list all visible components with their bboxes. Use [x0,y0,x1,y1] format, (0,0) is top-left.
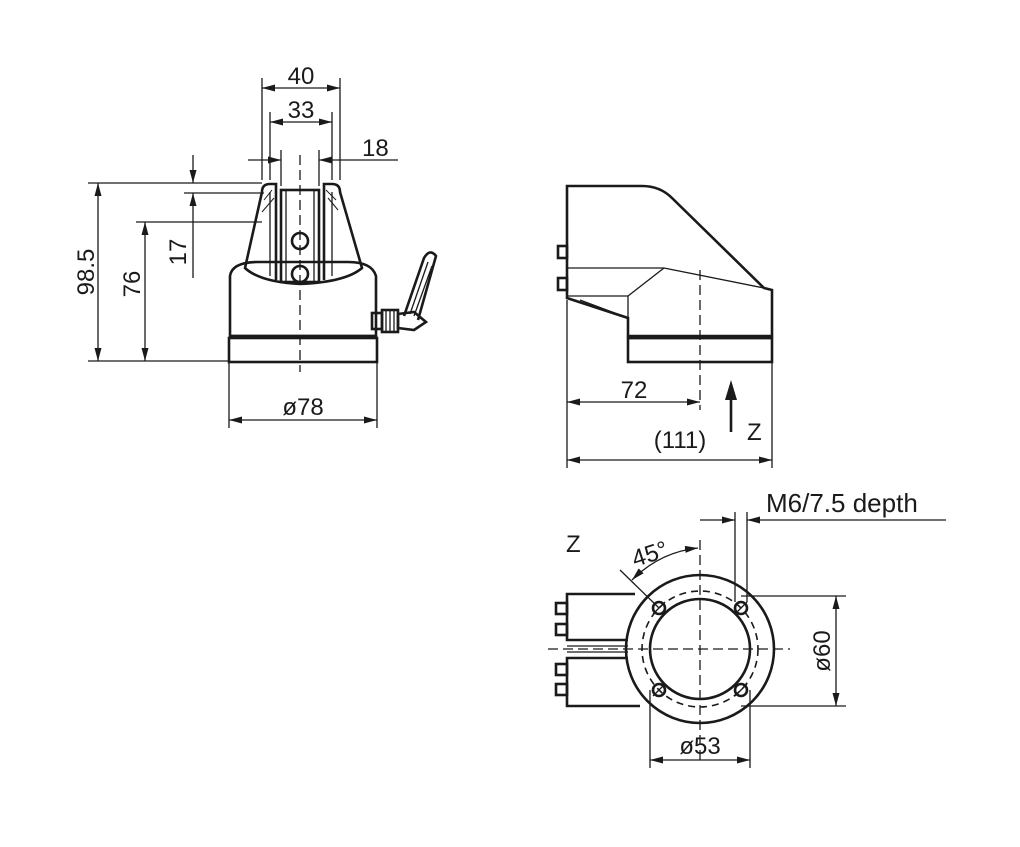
dim-40-label: 40 [288,63,315,90]
dim-98-5: 98.5 [73,182,262,362]
bottom-bolt-holes [651,600,749,698]
front-view: 40 33 18 98.5 76 [73,63,438,428]
bottom-lug-lower [565,656,640,708]
dim-17-label: 17 [165,239,192,266]
dim-111-label: (111) [654,427,706,454]
dim-33-label: 33 [288,97,315,124]
thread-callout-label: M6/7.5 depth [766,488,918,518]
bottom-lug-upper [565,592,635,642]
view-arrow-z-label: Z [747,419,762,446]
dim-33: 33 [269,97,333,180]
dim-76: 76 [119,221,262,361]
dim-17: 17 [165,155,264,278]
dim-40: 40 [261,63,341,180]
side-view: 72 (111) Z [556,184,774,468]
dim-72: 72 [566,300,700,468]
front-base-plate [227,336,379,364]
dim-diameter-53: ø53 [649,690,751,768]
dim-diameter-53-label: ø53 [679,733,720,760]
dim-18-label: 18 [362,135,389,162]
dim-angle-45: 45° [619,536,699,609]
front-hatching [261,189,339,213]
side-knob-lower [556,276,569,292]
dim-diameter-78-label: ø78 [282,394,323,421]
front-base-body [228,260,378,338]
dim-98-5-label: 98.5 [73,249,100,296]
bottom-view: Z [548,488,946,768]
dim-diameter-60-label: ø60 [809,630,836,671]
dim-72-label: 72 [621,377,648,404]
side-body-outline [565,184,774,338]
view-arrow-z: Z [725,380,762,446]
dim-diameter-78: ø78 [228,362,378,428]
dim-diameter-60: ø60 [741,595,846,707]
dim-angle-45-label: 45° [629,536,672,573]
dim-76-label: 76 [119,271,146,298]
clamp-lever [370,251,438,334]
front-clamp-body [243,182,364,286]
thread-callout: M6/7.5 depth [700,488,946,602]
bottom-view-title: Z [566,531,581,558]
dim-111: (111) [567,362,773,468]
side-knob-upper [556,244,569,260]
dim-18: 18 [248,135,398,186]
